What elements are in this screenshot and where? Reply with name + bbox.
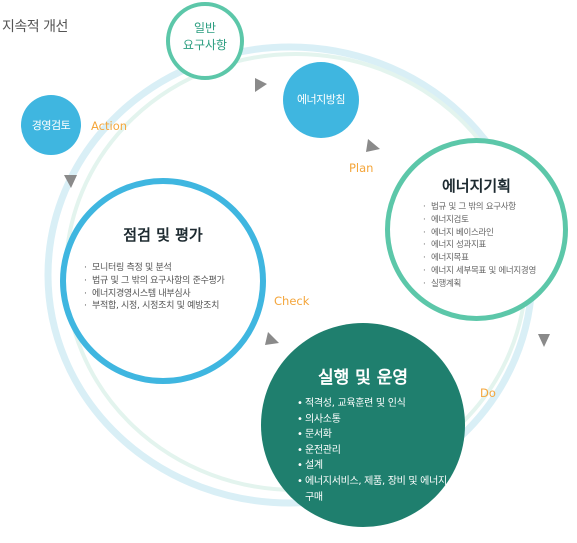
diagram-title: 지속적 개선: [2, 19, 68, 35]
node-policy-label: 에너지방침: [296, 93, 346, 106]
node-review-label: 경영검토: [31, 119, 71, 132]
node-general-requirements: 일반 요구사항: [166, 2, 244, 80]
node-energy-planning: 에너지기획 법규 및 그 밖의 요구사항 에너지검토 에너지 베이스라인 에너지…: [385, 138, 568, 321]
node-check-evaluation: 점검 및 평가 모니터링 측정 및 분석 법규 및 그 밖의 요구사항의 준수평…: [60, 178, 266, 384]
list-item: 운전관리: [297, 443, 457, 459]
do-item-list: 적격성, 교육훈련 및 인식 의사소통 문서화 운전관리 설계 에너지서비스, …: [297, 396, 457, 505]
plan-item-list: 법규 및 그 밖의 요구사항 에너지검토 에너지 베이스라인 에너지 성과지표 …: [423, 201, 568, 291]
phase-label-check: Check: [274, 294, 310, 308]
list-item: 법규 및 그 밖의 요구사항의 준수평가: [84, 275, 259, 288]
phase-label-action: Action: [91, 119, 128, 133]
list-item: 문서화: [297, 427, 457, 443]
arrow-icon: [366, 139, 380, 152]
list-item: 부적합, 시정, 시정조치 및 예방조치: [84, 300, 259, 313]
node-general-line-1: 일반: [193, 21, 217, 35]
node-general-label: 일반 요구사항: [170, 20, 240, 54]
list-item: 에너지검토: [423, 214, 568, 227]
node-implementation-operation: 실행 및 운영 적격성, 교육훈련 및 인식 의사소통 문서화 운전관리 설계 …: [261, 323, 465, 527]
phase-label-plan: Plan: [349, 161, 374, 175]
arrow-icon: [265, 332, 279, 345]
phase-label-do: Do: [480, 386, 496, 400]
list-item: 에너지경영시스템 내부심사: [84, 288, 259, 301]
check-title: 점검 및 평가: [123, 226, 203, 244]
list-item: 에너지 베이스라인: [423, 227, 568, 240]
node-general-line-2: 요구사항: [182, 38, 228, 52]
arrow-icon: [64, 175, 77, 188]
list-item: 실행계획: [423, 278, 568, 291]
list-item: 적격성, 교육훈련 및 인식: [297, 396, 457, 412]
node-energy-policy: 에너지방침: [283, 62, 359, 138]
list-item: 에너지서비스, 제품, 장비 및 에너지 구매: [297, 474, 457, 505]
list-item: 에너지 세부목표 및 에너지경영: [423, 265, 568, 278]
list-item: 에너지 성과지표: [423, 239, 568, 252]
node-management-review: 경영검토: [21, 95, 81, 155]
list-item: 에너지목표: [423, 252, 568, 265]
check-item-list: 모니터링 측정 및 분석 법규 및 그 밖의 요구사항의 준수평가 에너지경영시…: [84, 262, 259, 313]
do-title: 실행 및 운영: [317, 368, 409, 388]
plan-title: 에너지기획: [441, 177, 511, 195]
list-item: 모니터링 측정 및 분석: [84, 262, 259, 275]
arrow-icon: [538, 334, 550, 347]
list-item: 법규 및 그 밖의 요구사항: [423, 201, 568, 214]
list-item: 의사소통: [297, 412, 457, 428]
list-item: 설계: [297, 458, 457, 474]
arrow-icon: [255, 78, 267, 92]
